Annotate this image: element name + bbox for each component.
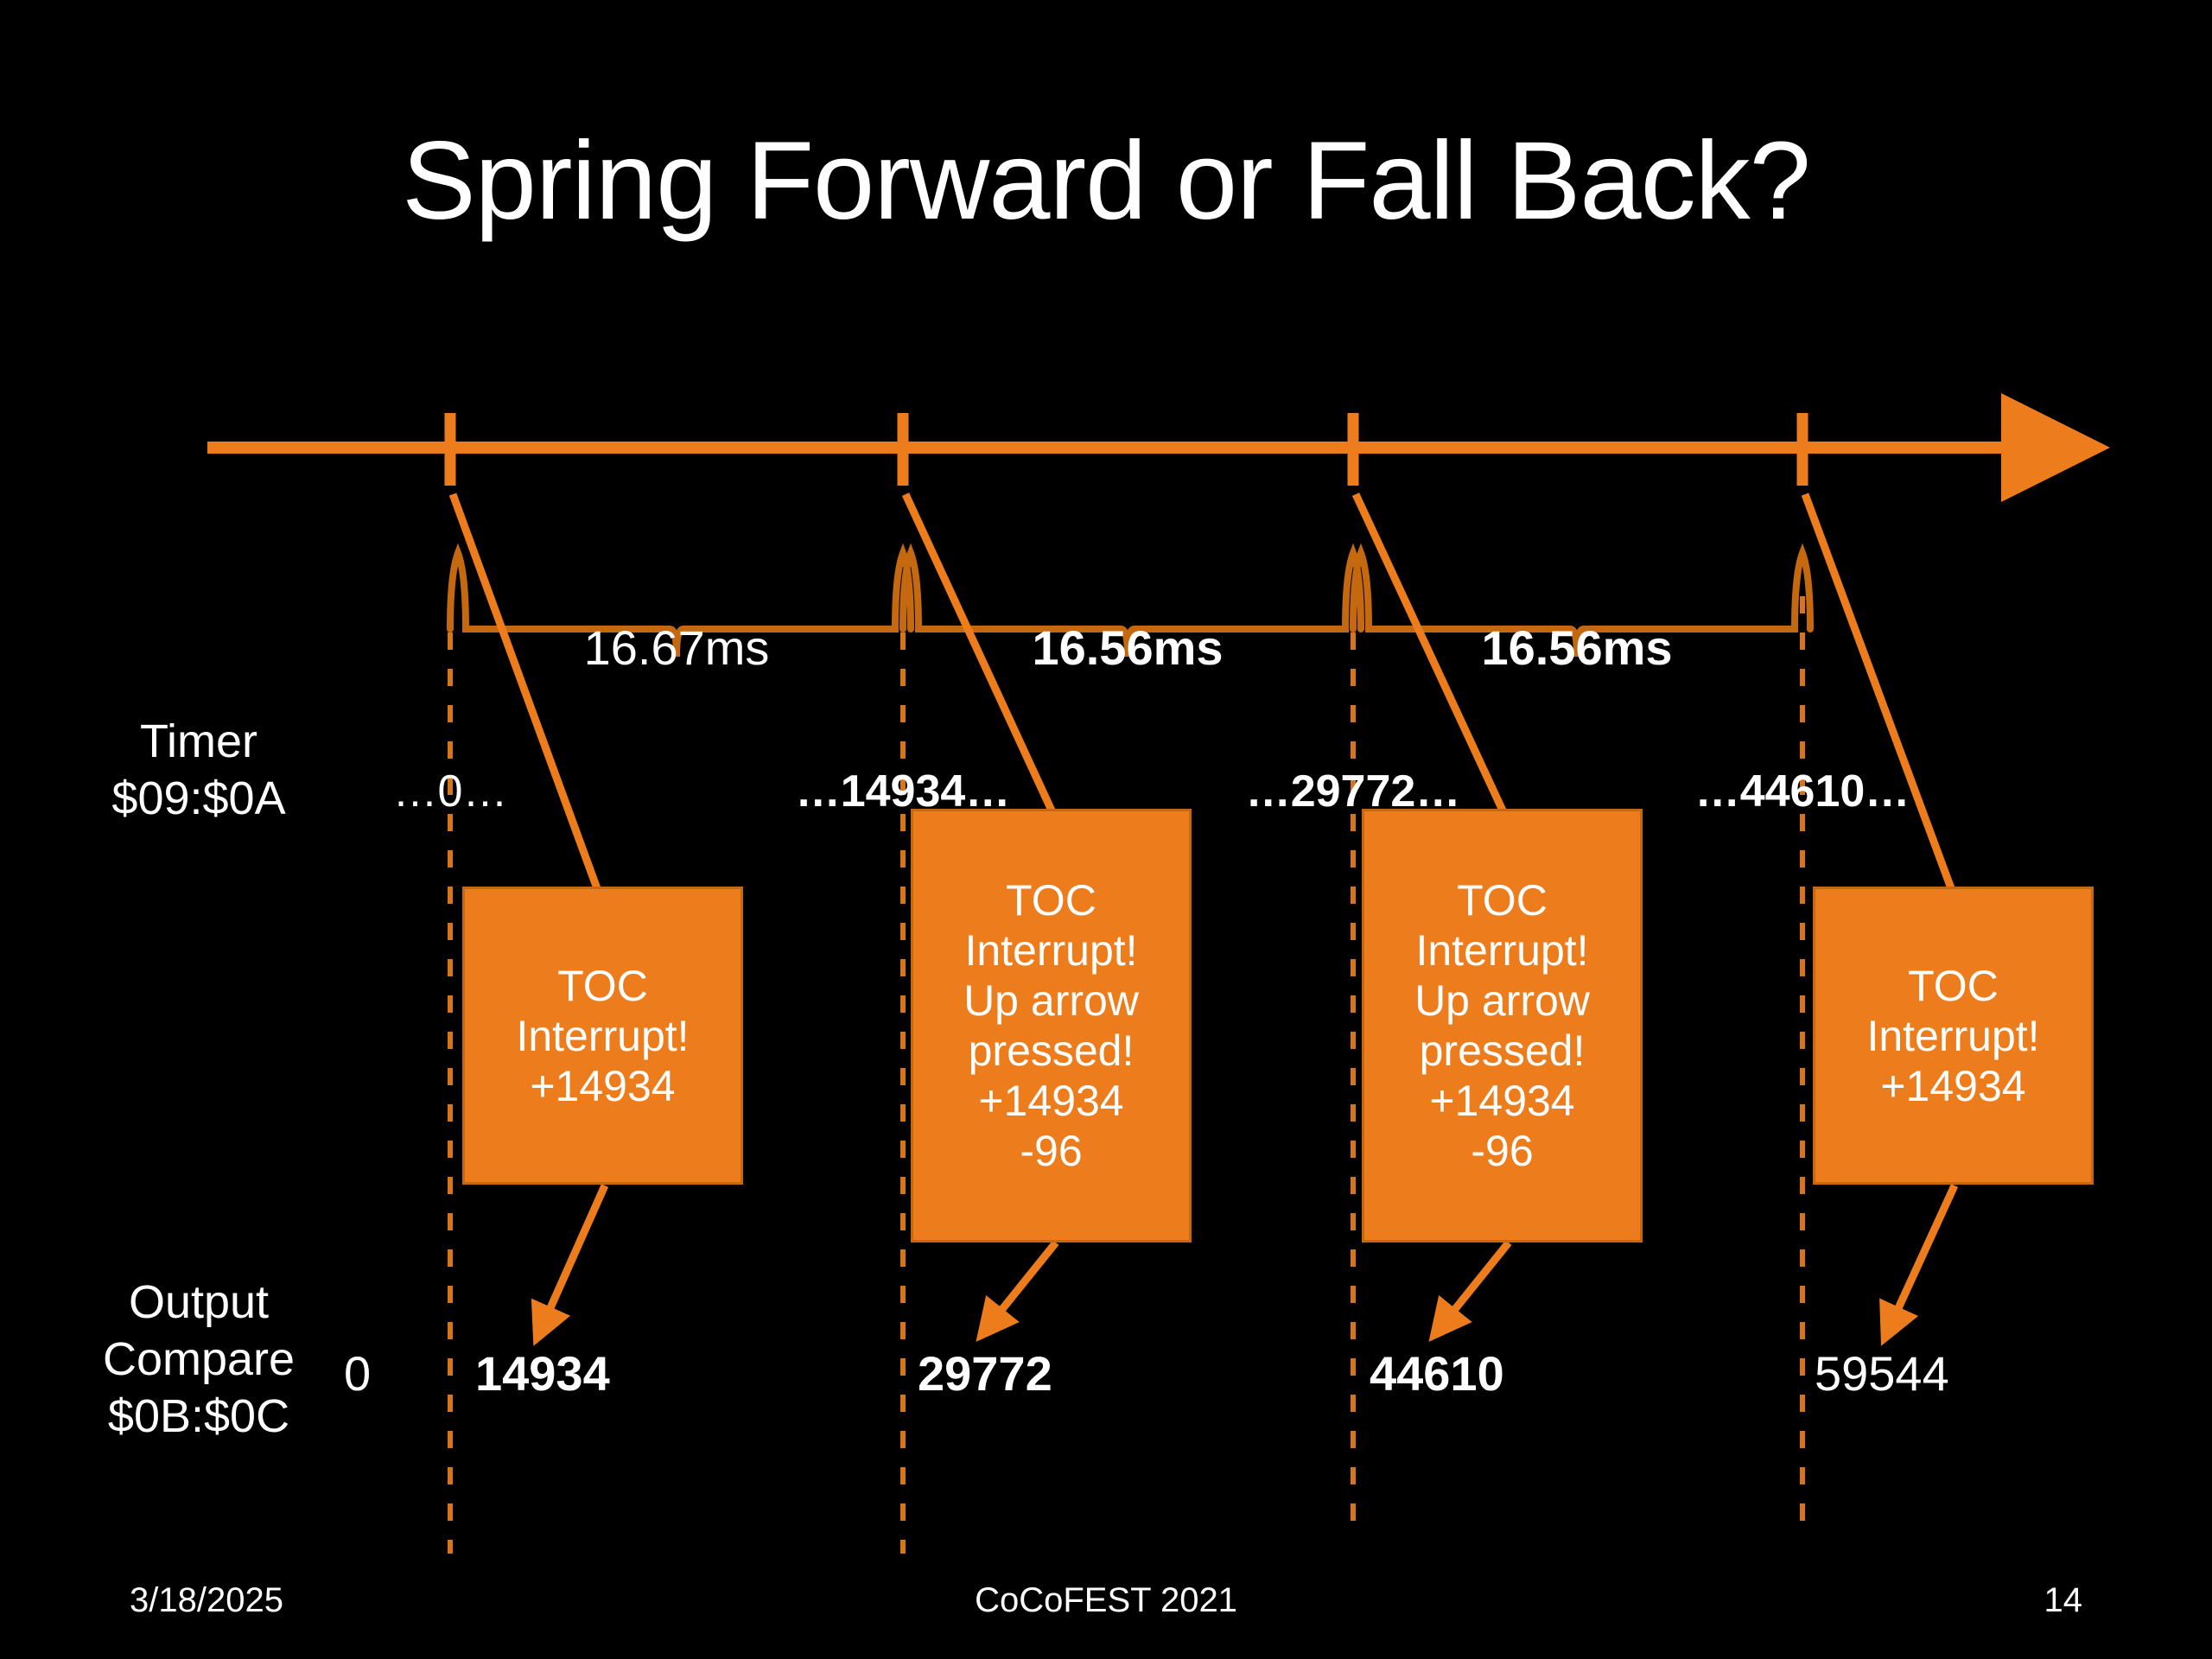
output-compare-value-3: 44610 [1370,1346,1504,1401]
toc-callout-2: TOC Interrupt! Up arrow pressed! +14934 … [911,809,1192,1243]
result-arrow-3 [1428,1240,1512,1343]
connector-line-2 [901,493,1057,814]
interval-label-2: 16.56ms [1032,620,1224,675]
output-compare-value-2: 29772 [918,1346,1052,1401]
toc-callout-4: TOC Interrupt! +14934 [1813,887,2094,1185]
interval-brace-2 [899,543,1364,658]
page-title: Spring Forward or Fall Back? [402,119,1811,243]
interval-label-1: 16.67ms [583,620,770,675]
timer-value-3: …44610… [1694,766,1910,817]
result-arrow-4 [1879,1184,1959,1346]
result-arrow-2 [976,1240,1059,1343]
interval-label-3: 16.56ms [1481,620,1673,675]
output-compare-initial: 0 [344,1346,372,1401]
footer-event: CoCoFEST 2021 [975,1581,1237,1619]
footer-date: 3/18/2025 [130,1581,283,1619]
connector-line-3 [1351,493,1508,814]
interval-brace-1 [447,543,914,658]
output-compare-row-label: Output Compare $0B:$0C [102,1276,296,1442]
output-compare-value-4: 59544 [1815,1346,1949,1401]
connector-line-4 [1801,493,1955,890]
toc-callout-1: TOC Interrupt! +14934 [462,887,743,1185]
connector-line-1 [448,493,602,893]
footer-page-number: 14 [2044,1581,2083,1619]
timer-value-2: …29772… [1245,766,1461,817]
timer-row-label: Timer $09:$0A [111,715,286,824]
output-compare-value-1: 14934 [475,1346,610,1401]
timer-value-0: …0… [392,766,508,817]
toc-callout-3: TOC Interrupt! Up arrow pressed! +14934 … [1362,809,1643,1243]
result-arrow-1 [531,1184,609,1346]
timer-value-1: …14934… [795,766,1011,817]
interval-brace-3 [1350,543,1814,658]
